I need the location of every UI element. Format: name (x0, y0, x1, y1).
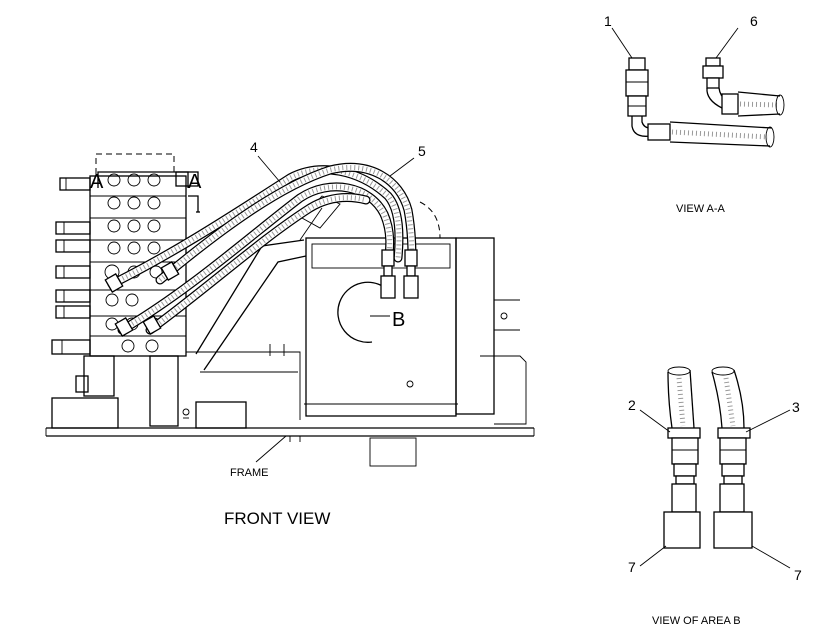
callout-1: 1 (604, 13, 612, 29)
view-a-a-label: VIEW A-A (676, 203, 726, 215)
callout-2: 2 (628, 397, 636, 413)
section-marks-a-a (97, 171, 200, 213)
view-a-a: 1 6 VIEW A-A (604, 13, 785, 215)
callout-3: 3 (792, 399, 800, 415)
valve-hose-fittings (104, 261, 180, 337)
frame-base (45, 397, 535, 467)
callout-7-left: 7 (628, 559, 636, 575)
hose-4 (107, 165, 404, 335)
leader-4 (257, 155, 281, 183)
section-mark-a-right: A (188, 171, 202, 193)
front-view-label: FRONT VIEW (224, 509, 330, 528)
callout-4: 4 (250, 139, 258, 155)
hose-5 (145, 162, 417, 335)
section-mark-b: B (392, 309, 405, 331)
section-mark-a-left: A (90, 171, 104, 193)
view-of-area-b-label: VIEW OF AREA B (652, 615, 741, 627)
view-of-area-b: 2 3 7 7 VIEW OF AREA B (628, 366, 802, 627)
callout-5: 5 (418, 143, 426, 159)
engine-housing (186, 237, 527, 425)
callout-7-right: 7 (794, 567, 802, 583)
leader-5 (389, 157, 415, 177)
area-b-fittings (380, 249, 419, 299)
frame-label: FRAME (230, 467, 269, 479)
callout-6: 6 (750, 13, 758, 29)
leader-frame (255, 435, 287, 463)
front-view: 4 5 A A B FRAME FRONT VIEW (45, 139, 535, 528)
